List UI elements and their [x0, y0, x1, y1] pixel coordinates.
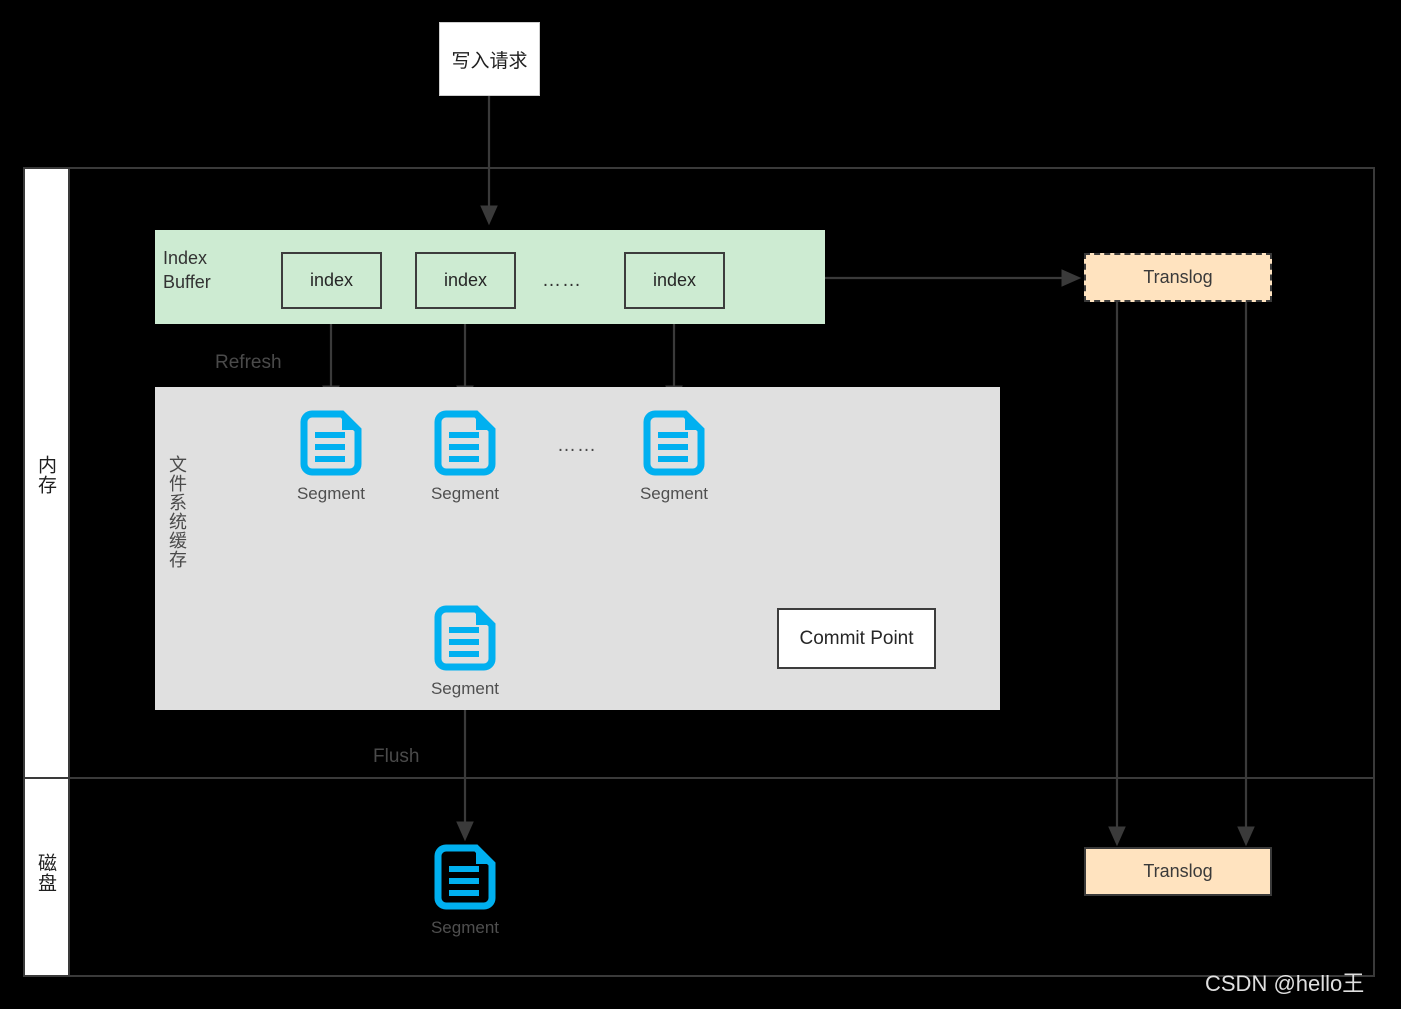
- flow-label-refresh: Refresh: [215, 352, 282, 373]
- zone-label-column-disk: [25, 779, 68, 975]
- segment-caption: Segment: [430, 679, 500, 698]
- index-buffer-label: Index Buffer: [163, 246, 253, 294]
- index-buffer-label-line2: Buffer: [163, 272, 211, 292]
- index-box-3[interactable]: index: [624, 252, 725, 309]
- filesystem-cache-label: 文件系统缓存: [167, 455, 187, 569]
- segment-node-3[interactable]: Segment: [637, 406, 711, 504]
- index-buffer-label-line1: Index: [163, 248, 208, 268]
- segment-caption: Segment: [430, 484, 500, 503]
- watermark: CSDN @hello王: [1205, 971, 1365, 996]
- segment-caption: Segment: [639, 484, 709, 503]
- zone-label-disk: 磁盘: [35, 853, 56, 893]
- segment-icon: [434, 844, 496, 910]
- flow-label-flush: Flush: [373, 746, 420, 767]
- segment-icon: [643, 410, 705, 476]
- segment-node-disk[interactable]: Segment: [428, 840, 502, 938]
- segment-icon: [300, 410, 362, 476]
- segment-node-1[interactable]: Segment: [294, 406, 368, 504]
- segments-ellipsis: ……: [557, 435, 597, 456]
- zone-frame: [23, 167, 1375, 977]
- index-box-2[interactable]: index: [415, 252, 516, 309]
- index-buffer-ellipsis: ……: [542, 270, 582, 291]
- index-box-1[interactable]: index: [281, 252, 382, 309]
- commit-point-box[interactable]: Commit Point: [777, 608, 936, 669]
- segment-icon: [434, 410, 496, 476]
- segment-node-merged[interactable]: Segment: [428, 601, 502, 699]
- write-request-box[interactable]: 写入请求: [439, 22, 540, 96]
- zone-label-memory: 内存: [35, 455, 56, 495]
- segment-caption: Segment: [430, 918, 500, 937]
- segment-caption: Segment: [296, 484, 366, 503]
- translog-disk-box[interactable]: Translog: [1084, 847, 1272, 896]
- segment-node-2[interactable]: Segment: [428, 406, 502, 504]
- zone-label-column-divider: [68, 167, 70, 977]
- segment-icon: [434, 605, 496, 671]
- zone-divider: [23, 777, 1375, 779]
- translog-memory-box[interactable]: Translog: [1084, 253, 1272, 302]
